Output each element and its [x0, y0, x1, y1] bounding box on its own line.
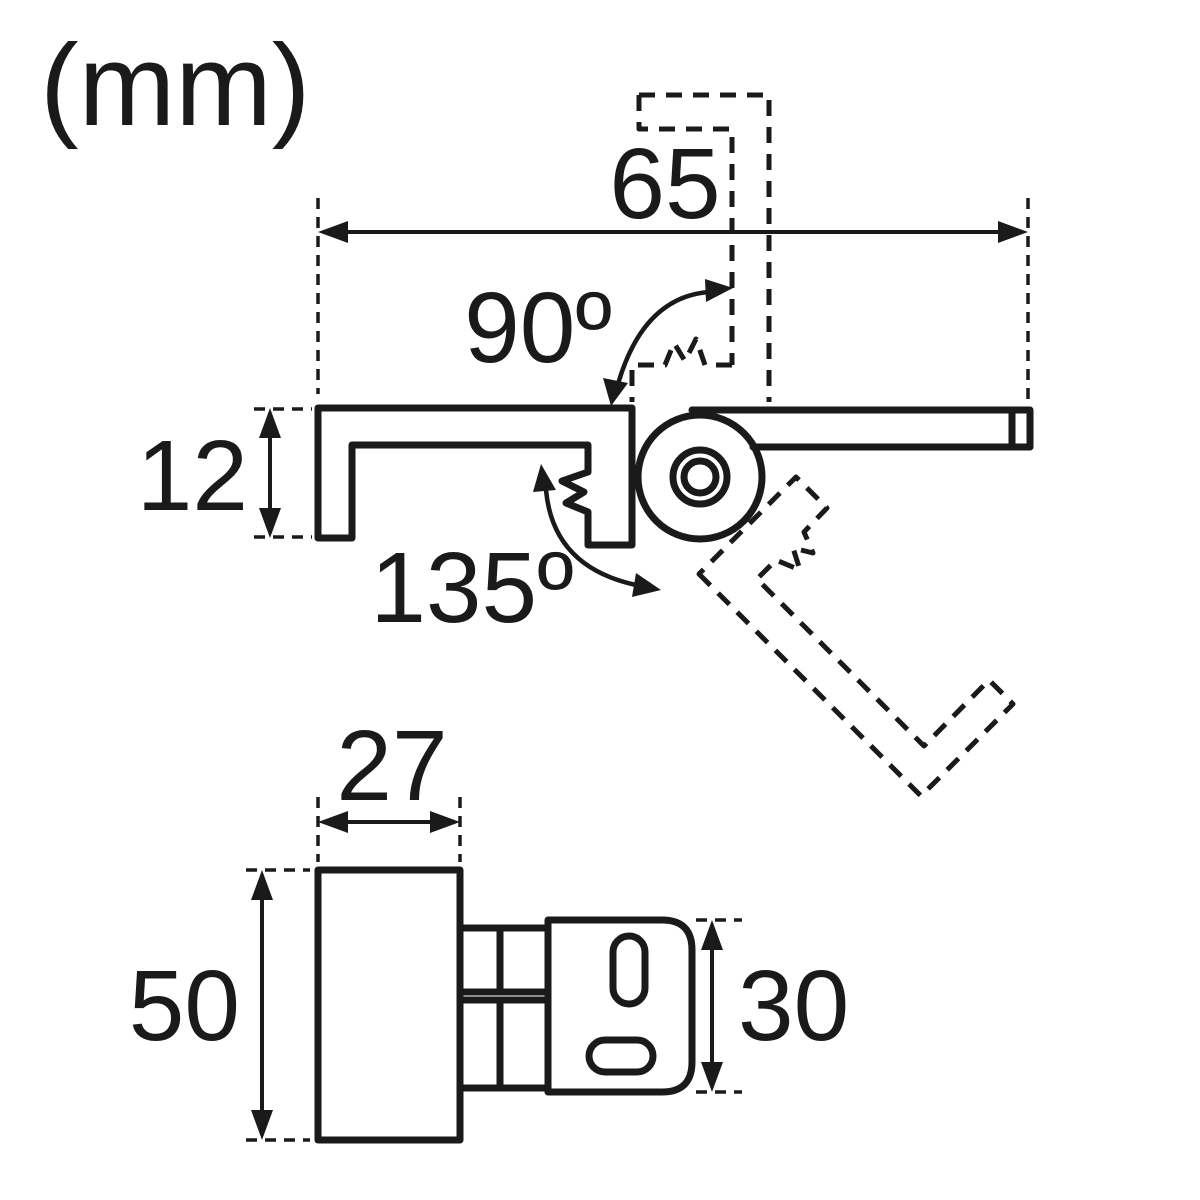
- slot-vertical: [609, 932, 649, 1008]
- dim-label-50: 50: [129, 950, 240, 1062]
- arrowhead-12-bottom: [259, 508, 281, 538]
- rotated-90-outer-outline: [639, 92, 772, 402]
- labels: (mm) 65 90º 12 135º 27 50 30: [40, 20, 849, 1062]
- slot-horizontal: [585, 1036, 657, 1076]
- arc-arrow-90: [615, 289, 709, 385]
- angle-label-135: 135º: [370, 532, 573, 644]
- unit-label: (mm): [40, 20, 311, 150]
- dim-label-30: 30: [738, 950, 849, 1062]
- arrowhead-50-top: [251, 870, 273, 900]
- channel-outline: [314, 404, 636, 549]
- arrowhead-30-bottom: [701, 1062, 723, 1092]
- rotated-positions: [629, 92, 1016, 799]
- arrowhead-arc90-end: [705, 279, 733, 302]
- arc-arrow-135: [543, 489, 637, 588]
- hinge-knuckle-upper: [456, 924, 552, 996]
- arrowhead-27-right: [430, 811, 460, 833]
- arrowhead-12-top: [259, 408, 281, 438]
- rotated-135-outline: [696, 474, 1016, 799]
- dim-label-27: 27: [336, 710, 447, 822]
- hinge-knuckle-lower: [456, 996, 552, 1092]
- arrowhead-30-top: [701, 920, 723, 950]
- arrowhead-65-left: [318, 221, 348, 243]
- rotated-90-teeth: [629, 336, 732, 402]
- dimension-lines: [260, 230, 1006, 1116]
- dim-label-65: 65: [609, 128, 720, 240]
- arm-outline: [688, 406, 1034, 451]
- arrowhead-arc90-start: [603, 378, 628, 406]
- dim-label-12: 12: [137, 420, 248, 532]
- extension-lines: [246, 198, 1030, 1142]
- arrowheads: [251, 221, 1028, 1140]
- angle-label-90: 90º: [464, 272, 612, 384]
- arrowhead-65-right: [998, 221, 1028, 243]
- arrowhead-27-left: [318, 811, 348, 833]
- mounting-plate-outline: [544, 916, 696, 1096]
- pivot-outer-circle: [634, 411, 766, 543]
- pivot-bolt: [680, 457, 720, 497]
- arrowhead-50-bottom: [251, 1110, 273, 1140]
- pivot-inner-ring: [669, 446, 731, 508]
- arrowhead-arc135-start: [533, 464, 556, 492]
- arrowhead-arc135-end: [632, 573, 661, 597]
- channel-front-outline: [314, 866, 464, 1144]
- rotation-arrows: [543, 289, 709, 588]
- rotated-90-inner-outline: [636, 95, 735, 365]
- bracket-side-view: [314, 404, 1034, 549]
- bracket-front-view: [314, 866, 696, 1144]
